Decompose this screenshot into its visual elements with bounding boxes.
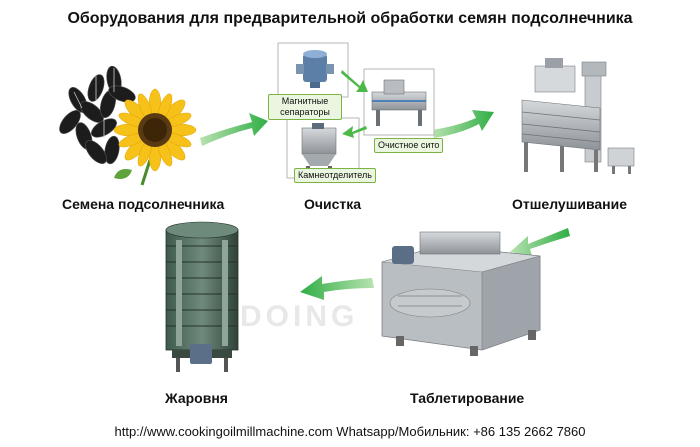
arrow-seeds-to-cleaning <box>200 113 268 146</box>
stage-label-dehulling: Отшелушивание <box>512 196 627 212</box>
arrow-cleaning-to-dehulling <box>432 110 494 138</box>
sunflower-seeds-image <box>56 65 196 185</box>
arrow-dehulling-to-flaking <box>510 228 570 256</box>
destoner-label: Камнеотделитель <box>294 168 376 183</box>
cleaning-sieve-label: Очистное сито <box>374 138 443 153</box>
roaster-machine-image <box>166 222 238 372</box>
dehuller-machine-image <box>522 58 634 174</box>
stage-label-seeds: Семена подсолнечника <box>62 196 224 212</box>
arrow-flaking-to-roaster <box>300 276 374 300</box>
stage-label-flaking: Таблетирование <box>410 390 524 406</box>
stage-label-roaster: Жаровня <box>165 390 228 406</box>
stage-label-cleaning: Очистка <box>304 196 361 212</box>
footer-contact: http://www.cookingoilmillmachine.com Wha… <box>0 424 700 439</box>
magnetic-separator-label: Магнитные сепараторы <box>268 94 342 120</box>
